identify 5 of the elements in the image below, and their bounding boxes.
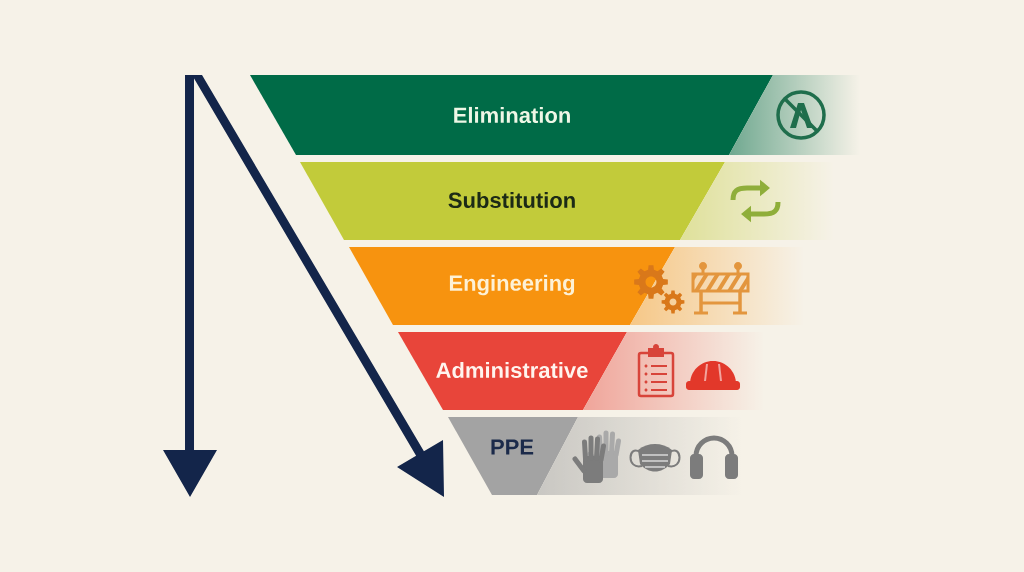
pyramid-level: Substitution [300, 162, 835, 240]
node-label: PPE [491, 439, 534, 455]
pyramid-level: Engineering [349, 247, 805, 325]
pyramid-level: Administrative [398, 332, 765, 410]
pyramid-level: Elimination [250, 75, 860, 155]
